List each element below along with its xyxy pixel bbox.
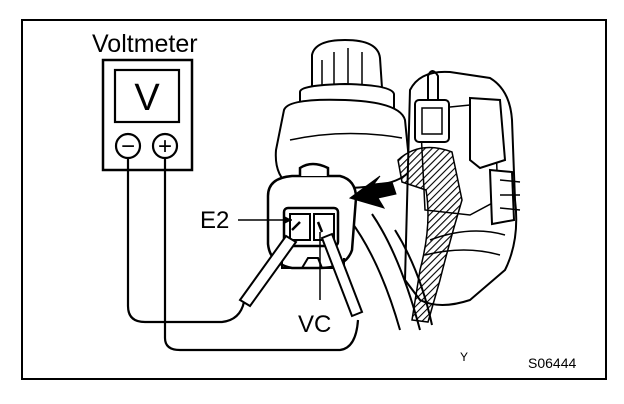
negative-lead xyxy=(126,158,246,324)
probe-positive xyxy=(316,221,364,318)
figure-frame xyxy=(21,19,607,380)
terminal-negative-label: − xyxy=(121,133,135,160)
figure-code: S06444 xyxy=(528,355,576,371)
wire-harness-hatched xyxy=(397,146,463,323)
voltmeter-title: Voltmeter xyxy=(92,30,198,58)
probe-negative xyxy=(238,221,301,308)
voltmeter-display xyxy=(113,68,181,124)
test-leads xyxy=(126,158,360,352)
pin-e2-socket xyxy=(289,213,311,241)
corner-mark: Y xyxy=(460,350,468,364)
direction-arrow xyxy=(348,175,397,209)
positive-lead xyxy=(163,158,360,352)
e2-leader-arrow xyxy=(284,216,292,224)
terminal-positive-label: + xyxy=(158,133,172,160)
voltmeter-symbol: V xyxy=(134,77,160,119)
pin-e2-label: E2 xyxy=(200,207,229,234)
voltmeter xyxy=(101,58,194,172)
pin-vc-label: VC xyxy=(298,311,331,338)
